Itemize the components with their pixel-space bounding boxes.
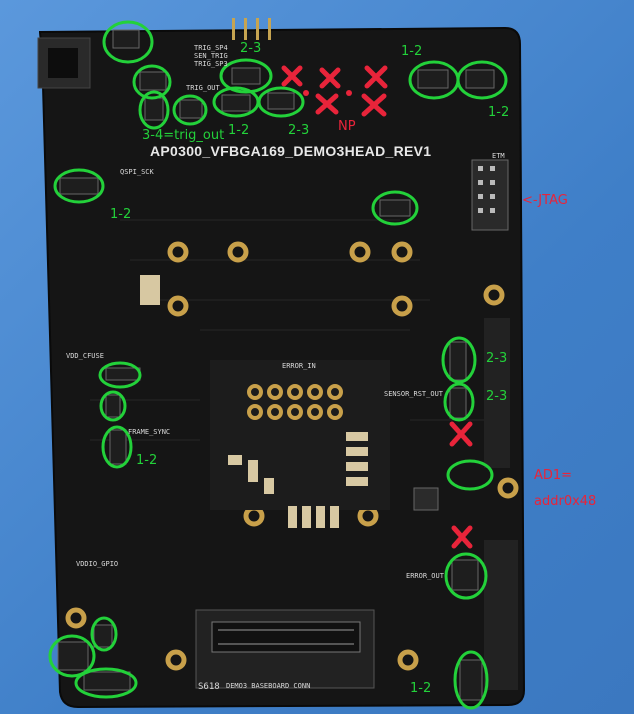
label-1-2-left: 1-2 — [110, 207, 132, 222]
silk-baseboard-conn: DEMO3 BASEBOARD CONN — [226, 682, 311, 690]
label-2-3-r2: 2-3 — [486, 389, 508, 404]
jtag-pins — [478, 166, 495, 213]
board-title: AP0300_VFBGA169_DEMO3HEAD_REV1 — [150, 143, 432, 159]
silk-part-marking: S618 — [198, 682, 220, 692]
red-x-marks — [281, 65, 473, 549]
silk-error-in: ERROR_IN — [282, 362, 316, 370]
silk-sensor-rst: SENSOR_RST_OUT — [384, 390, 444, 398]
right-pin-header — [484, 318, 518, 690]
silk-sen-trig: SEN_TRIG — [194, 52, 228, 60]
bga-pads — [247, 384, 343, 420]
label-2-3-r1: 2-3 — [486, 351, 508, 366]
pcb-traces — [90, 219, 510, 441]
label-np: NP — [338, 119, 356, 134]
mounting-holes — [65, 241, 519, 671]
label-1-2-topright: 1-2 — [401, 44, 423, 59]
label-ad1: AD1= — [534, 468, 573, 483]
label-1-2-bottom: 1-2 — [410, 681, 432, 696]
silk-frame-sync: FRAME_SYNC — [128, 428, 171, 436]
silk-qspi-sck: QSPI_SCK — [120, 168, 154, 176]
label-3-4-trig-out: 3-4=trig_out — [142, 128, 225, 143]
silk-trig-sp3: TRIG_SP3 — [194, 60, 228, 68]
silk-etm: ETM — [492, 152, 505, 160]
green-markers — [48, 20, 508, 710]
label-jtag: <-JTAG — [522, 193, 568, 208]
label-1-2-frame-sync: 1-2 — [136, 453, 158, 468]
silk-vdd-cfuse: VDD_CFUSE — [66, 352, 104, 360]
jumpers — [57, 29, 495, 701]
silk-trig-sp4: TRIG_SP4 — [194, 44, 228, 52]
silk-error-out: ERROR_OUT — [406, 572, 444, 580]
silk-trig-out: TRIG_OUT — [186, 84, 220, 92]
components — [140, 275, 368, 528]
label-2-3-top: 2-3 — [240, 41, 262, 56]
dc-jack-hole — [48, 48, 78, 78]
top-header-pins — [232, 18, 271, 40]
ic-ad — [413, 487, 439, 511]
label-1-2-mid: 1-2 — [228, 123, 250, 138]
connector-socket — [211, 621, 361, 653]
label-2-3-mid: 2-3 — [288, 123, 310, 138]
label-1-2-right: 1-2 — [488, 105, 510, 120]
label-addr: addr0x48 — [534, 494, 597, 509]
connector-pins — [218, 629, 354, 645]
red-dots — [303, 90, 352, 96]
silk-vddio-gpio: VDDIO_GPIO — [76, 560, 119, 568]
